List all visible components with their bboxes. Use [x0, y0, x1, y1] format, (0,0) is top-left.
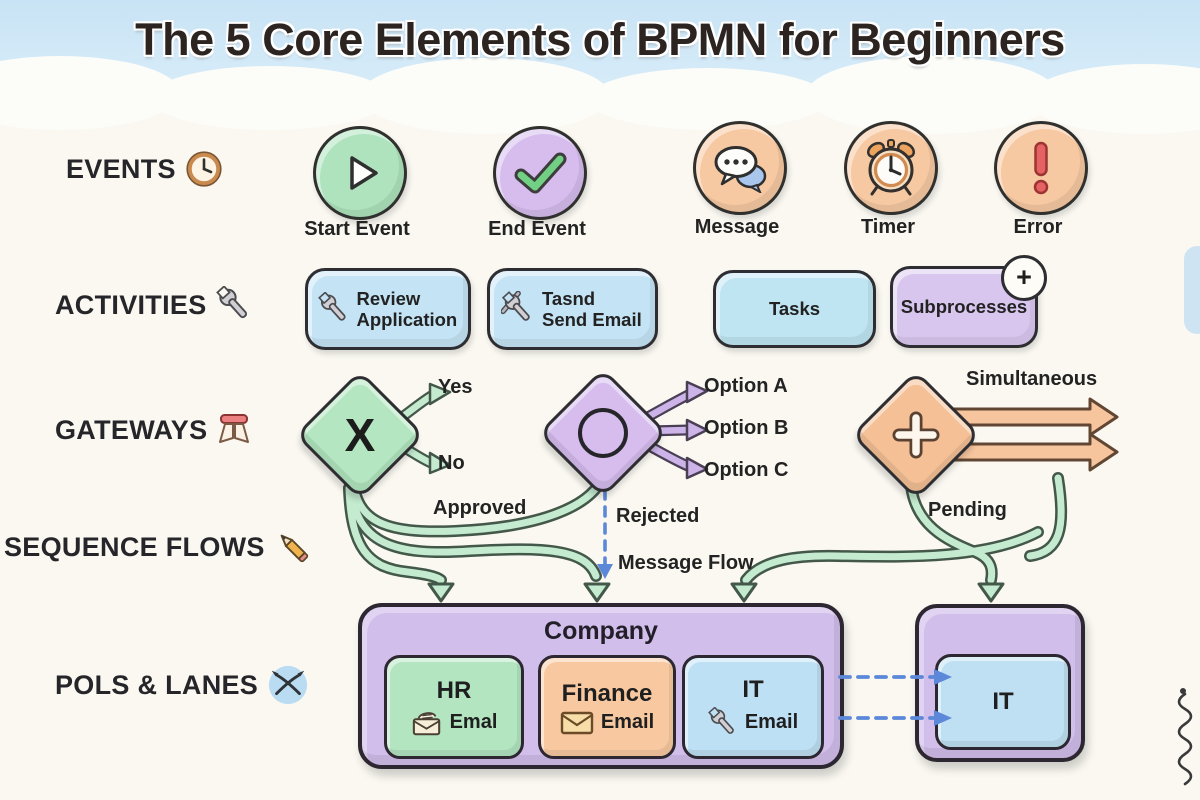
finance-lane: Finance Email — [538, 655, 676, 759]
gate-icon — [219, 414, 250, 443]
parallel-plus-symbol — [892, 411, 940, 459]
wrench-icon — [317, 292, 346, 321]
cloud-shape — [150, 66, 390, 130]
cloud-shape — [360, 58, 610, 134]
exclusive-gateway-shape: X — [294, 369, 426, 501]
alarm-clock-icon — [866, 139, 916, 196]
envelope-letter-icon — [412, 711, 440, 735]
finance-lane-sub: Email — [600, 711, 655, 733]
option-b-label: Option B — [704, 417, 789, 439]
rejected-dashed-line — [597, 488, 613, 579]
task-review-application: Review Application — [305, 268, 471, 350]
events-row-label: EVENTS — [66, 150, 223, 188]
page-title: The 5 Core Elements of BPMN for Beginner… — [135, 14, 1065, 65]
pool-ladder-icon — [269, 665, 308, 705]
parallel-gateway-shape — [850, 369, 982, 501]
message-event-shape — [693, 121, 787, 215]
exclusive-x-symbol: X — [344, 409, 376, 461]
task-label: Review Application — [356, 287, 458, 330]
timer-event-label: Timer — [860, 216, 916, 238]
approved-flow-label: Approved — [433, 497, 527, 519]
end-event-shape — [493, 126, 587, 220]
no-branch-label: No — [438, 452, 465, 474]
decorative-blob — [1184, 246, 1200, 334]
company-pool-title: Company — [544, 617, 658, 645]
hr-lane: HR Emal — [384, 655, 524, 759]
error-event-label: Error — [1013, 216, 1063, 238]
speech-bubbles-icon — [714, 146, 767, 193]
subprocess-plus-badge: + — [1001, 255, 1047, 301]
clock-icon — [186, 151, 222, 187]
inclusive-gateway-shape — [537, 367, 669, 499]
end-event-label: End Event — [488, 218, 586, 240]
company-pool: Company HR Emal Finance — [358, 603, 844, 769]
yes-branch-label: Yes — [438, 376, 473, 398]
simultaneous-label: Simultaneous — [966, 368, 1098, 390]
hr-lane-sub: Emal — [449, 711, 498, 733]
cloud-shape — [588, 68, 828, 130]
it-lane-sub: Email — [744, 711, 799, 733]
exclamation-icon — [1033, 141, 1049, 195]
cloud-shape — [1028, 64, 1200, 134]
start-event-shape — [313, 126, 407, 220]
inclusive-circle-symbol — [578, 408, 628, 458]
task-subprocesses: Subprocesses + — [890, 255, 1047, 348]
external-it-lane-label: IT — [992, 688, 1014, 715]
pending-flow-label: Pending — [928, 499, 1007, 521]
start-event-label: Start Event — [304, 218, 410, 240]
task-label: Subprocesses — [900, 296, 1028, 318]
decorative-doodle — [1177, 688, 1193, 786]
parallel-arrows — [950, 397, 1119, 472]
activities-row-label: ACTIVITIES — [55, 286, 252, 324]
pencil-icon — [280, 534, 308, 563]
option-c-label: Option C — [704, 459, 789, 481]
task-send-email: Tasnd Send Email — [487, 268, 658, 350]
it-lane: IT Email — [682, 655, 824, 759]
gateways-row-label: GATEWAYS — [55, 412, 252, 448]
envelope-icon — [560, 711, 594, 734]
wrench-icon — [707, 706, 734, 734]
task-label: Tasnd Send Email — [542, 287, 642, 330]
task-label: Tasks — [768, 298, 821, 320]
sequence-flows-row-label: SEQUENCE FLOWS — [4, 528, 312, 566]
tools-icon — [501, 291, 530, 321]
cloud-shape — [806, 56, 1058, 134]
timer-event-shape — [844, 121, 938, 215]
rejected-flow-label: Rejected — [616, 505, 700, 527]
message-flow-label: Message Flow — [618, 552, 754, 574]
error-event-shape — [994, 121, 1088, 215]
external-it-lane: IT — [935, 654, 1071, 750]
message-event-label: Message — [694, 216, 780, 238]
external-it-pool: IT — [915, 604, 1085, 762]
wrench-icon — [215, 286, 247, 319]
task-tasks: Tasks — [713, 270, 876, 348]
pools-row-label: POLS & LANES — [55, 664, 309, 706]
checkmark-icon — [514, 152, 567, 194]
option-a-label: Option A — [704, 375, 788, 397]
play-icon — [350, 156, 378, 190]
sequence-flow-arrowheads — [427, 582, 1005, 603]
